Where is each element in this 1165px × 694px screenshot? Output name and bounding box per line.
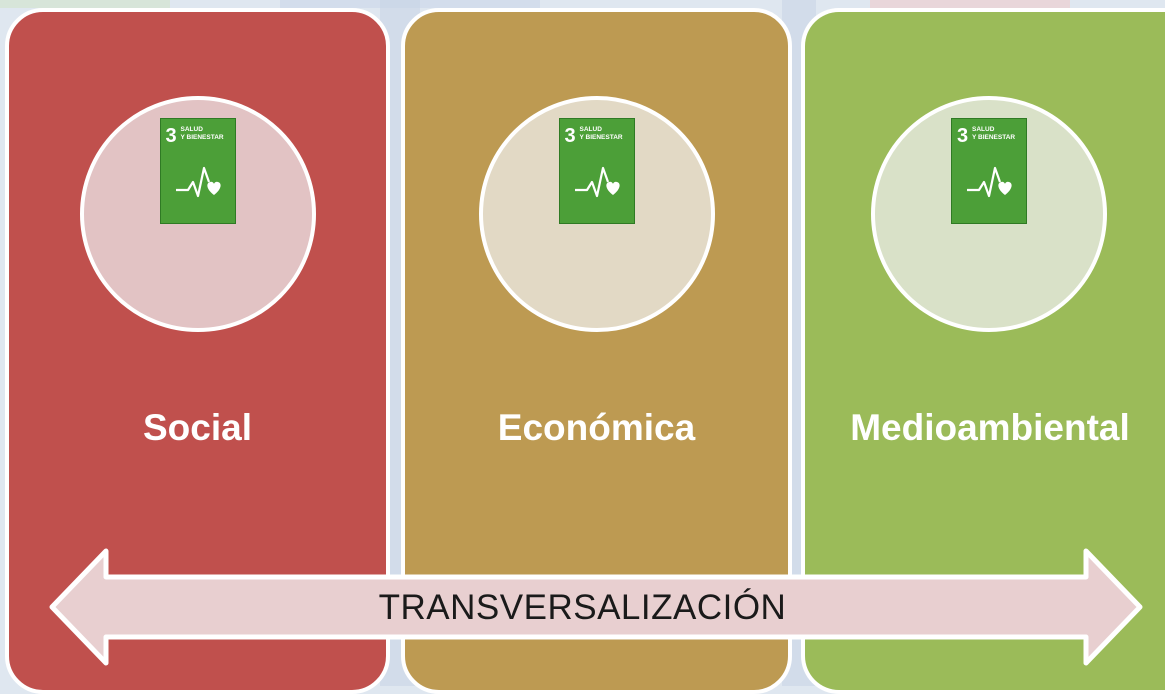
sdg3-badge: 3 SALUD Y BIENESTAR xyxy=(159,118,236,224)
heartbeat-heart-icon xyxy=(574,166,620,198)
arrow-label: TRANSVERSALIZACIÓN xyxy=(378,588,787,627)
column-label: Medioambiental xyxy=(850,407,1130,448)
column-label: Social xyxy=(143,407,252,448)
sdg-number: 3 xyxy=(564,125,576,147)
sdg3-badge: 3 SALUD Y BIENESTAR xyxy=(951,118,1027,224)
background-tile xyxy=(0,0,170,8)
column-label: Económica xyxy=(497,407,696,448)
sdg-number: 3 xyxy=(165,125,177,147)
circle-social: 3 SALUD Y BIENESTAR xyxy=(79,96,316,332)
sdg-title: SALUD Y BIENESTAR xyxy=(180,126,224,141)
sdg-title: SALUD Y BIENESTAR xyxy=(579,126,623,141)
heartbeat-heart-icon xyxy=(967,166,1012,198)
heartbeat-heart-icon xyxy=(175,166,221,198)
circle-economica: 3 SALUD Y BIENESTAR xyxy=(478,96,715,332)
double-arrow-shape xyxy=(49,548,1143,666)
sdg-title: SALUD Y BIENESTAR xyxy=(972,126,1016,141)
sdg3-badge: 3 SALUD Y BIENESTAR xyxy=(558,118,635,224)
circle-medioambiental: 3 SALUD Y BIENESTAR xyxy=(871,96,1107,332)
sdg-number: 3 xyxy=(957,125,969,147)
background-tile xyxy=(870,0,1070,8)
